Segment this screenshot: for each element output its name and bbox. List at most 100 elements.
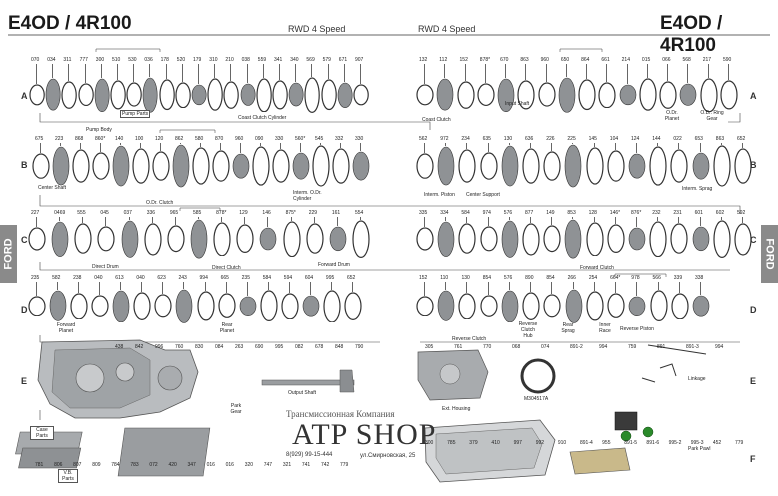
leader-line — [340, 143, 341, 148]
part-number-label: 891-4 — [580, 440, 593, 446]
part-ring-icon — [456, 81, 475, 109]
part-number-label: 305 — [425, 344, 434, 350]
leader-line — [320, 143, 321, 145]
part-ring-icon — [480, 295, 498, 317]
leader-line — [464, 64, 466, 81]
leader-line — [36, 282, 37, 296]
part-number-label: 129 — [239, 210, 248, 216]
part-number-label: 074 — [541, 344, 550, 350]
part-ring-icon — [522, 292, 540, 320]
part-ring-icon — [232, 153, 250, 179]
flow-connector-lines — [39, 113, 741, 420]
leader-line — [487, 282, 489, 295]
leader-line — [221, 217, 223, 222]
part-ring-icon — [110, 80, 126, 110]
part-ring-icon — [479, 226, 498, 252]
part-number-label: 104 — [609, 136, 619, 142]
caption-coast-clutch-cylinder: Coast Clutch Cylinder — [238, 115, 287, 121]
part-ring-icon — [692, 152, 709, 180]
part-number-label: 955 — [602, 440, 611, 446]
part-ring-icon — [713, 145, 731, 187]
group-brackets — [95, 48, 667, 277]
part-ring-icon — [353, 84, 369, 106]
part-ring-icon — [74, 223, 92, 255]
part-ring-icon — [332, 148, 350, 184]
part-number-label: 863 — [520, 57, 529, 63]
leader-line — [424, 282, 425, 296]
part-number-label: 090 — [255, 136, 264, 142]
part-number-label: 566 — [652, 275, 661, 281]
leader-line — [636, 143, 637, 153]
part-number-label: 120 — [155, 136, 164, 142]
part-number-label: 576 — [503, 210, 513, 216]
part-number-label: 830 — [195, 344, 204, 350]
part-number-label: 960 — [235, 136, 244, 142]
part-ring-icon — [292, 152, 310, 180]
leader-line — [687, 64, 689, 84]
ford-tab-left: FORD — [0, 225, 17, 283]
part-number-label: 037 — [123, 210, 132, 216]
leader-line — [57, 282, 59, 291]
leader-line — [327, 64, 329, 80]
part-ring-icon — [196, 291, 215, 321]
part-ring-icon — [190, 219, 208, 259]
part-number-label: 254 — [588, 275, 598, 281]
part-number-label: 341 — [274, 57, 283, 63]
part-ring-icon — [272, 80, 288, 110]
part-number-label: 226 — [546, 136, 555, 142]
part-ring-icon — [28, 296, 46, 316]
leader-line — [678, 143, 680, 149]
part-ring-icon — [45, 79, 61, 111]
part-number-label: 747 — [263, 462, 273, 468]
part-ring-icon — [29, 84, 45, 106]
part-number-label: 038 — [241, 57, 250, 63]
leader-line — [36, 64, 37, 85]
leader-line — [120, 143, 121, 145]
title-right: E4OD / 4R100 — [660, 13, 723, 56]
caption-center-support: Center Support — [466, 192, 500, 198]
part-number-label: 569 — [306, 57, 315, 63]
leader-line — [40, 143, 41, 153]
leader-line — [707, 64, 709, 78]
leader-line — [615, 282, 617, 294]
leader-line — [117, 64, 118, 81]
leader-line — [505, 64, 507, 78]
part-number-label: 112 — [439, 57, 448, 63]
leader-line — [572, 282, 574, 289]
part-number-label: 320 — [244, 462, 254, 468]
part-ring-icon — [458, 223, 476, 255]
part-ring-icon — [320, 79, 337, 111]
leader-line — [68, 64, 70, 81]
part-number-label: 214 — [621, 57, 630, 63]
leader-line — [330, 282, 332, 290]
part-ring-icon — [132, 148, 150, 184]
part-ring-icon — [670, 149, 688, 183]
part-ring-icon — [692, 295, 710, 317]
part-ring-icon — [126, 82, 142, 108]
part-ring-icon — [436, 79, 454, 111]
part-number-label: 579 — [322, 57, 331, 63]
part-ring-icon — [77, 83, 94, 107]
caption-m304517a: M304517A — [524, 396, 549, 402]
leader-line — [352, 282, 353, 292]
part-number-label: 585 — [193, 210, 202, 216]
part-ring-icon — [92, 152, 110, 180]
part-number-label: 130 — [503, 136, 513, 142]
leader-line — [530, 143, 531, 148]
part-ring-icon — [565, 219, 582, 259]
leader-line — [466, 282, 468, 293]
part-number-label: 995-2 — [668, 440, 682, 446]
part-number-label: 994 — [715, 344, 724, 350]
part-ring-icon — [416, 227, 434, 251]
part-ring-icon — [256, 78, 272, 112]
part-ring-icon — [659, 81, 677, 109]
part-number-label: 232 — [652, 210, 661, 216]
leader-line — [204, 282, 206, 292]
leader-line — [487, 217, 489, 227]
part-number-label: 779 — [735, 440, 744, 446]
leader-line — [525, 64, 527, 81]
part-number-label: 082 — [295, 344, 304, 350]
part-ring-icon — [477, 83, 495, 107]
row-label-f-right: F — [750, 454, 756, 464]
row-label-b-left: B — [21, 160, 28, 170]
